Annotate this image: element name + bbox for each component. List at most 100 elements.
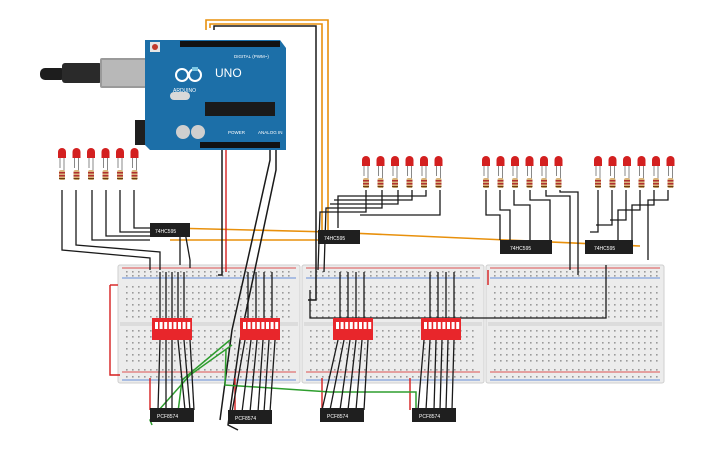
- led[interactable]: [666, 156, 675, 188]
- resistor[interactable]: [88, 170, 94, 180]
- hole: [364, 342, 366, 344]
- dip-toggle[interactable]: [437, 322, 441, 329]
- io-expander-2[interactable]: PCF8574: [228, 410, 272, 424]
- hole: [246, 298, 248, 300]
- dip-toggle[interactable]: [424, 322, 427, 329]
- resistor[interactable]: [555, 178, 562, 188]
- dip-toggle[interactable]: [433, 322, 437, 329]
- resistor[interactable]: [131, 170, 138, 180]
- dip-toggle[interactable]: [442, 322, 446, 329]
- resistor[interactable]: [624, 178, 630, 188]
- resistor[interactable]: [512, 178, 518, 188]
- dip-toggle[interactable]: [349, 322, 353, 329]
- dip-toggle[interactable]: [447, 322, 450, 329]
- dip-toggle[interactable]: [428, 322, 432, 329]
- resistor[interactable]: [406, 178, 413, 188]
- dip-toggle[interactable]: [456, 322, 460, 329]
- hole: [270, 310, 272, 312]
- dip-toggle[interactable]: [252, 322, 256, 329]
- hole: [252, 342, 254, 344]
- dip-toggle[interactable]: [270, 322, 274, 329]
- shift-register-3[interactable]: 74HC595: [500, 240, 552, 254]
- resistor[interactable]: [653, 178, 659, 188]
- dip-toggle[interactable]: [354, 322, 358, 329]
- dip-toggle[interactable]: [275, 322, 279, 329]
- dip-toggle[interactable]: [336, 322, 339, 329]
- hole: [596, 369, 598, 371]
- hole: [584, 292, 586, 294]
- dip-toggle[interactable]: [256, 322, 260, 329]
- dip-toggle[interactable]: [451, 322, 455, 329]
- led[interactable]: [391, 156, 399, 188]
- dip-toggle[interactable]: [164, 322, 168, 329]
- hole: [460, 316, 462, 318]
- resistor[interactable]: [483, 178, 489, 188]
- hole: [180, 376, 182, 378]
- hole: [506, 304, 508, 306]
- resistor[interactable]: [363, 178, 369, 188]
- resistor[interactable]: [392, 178, 398, 188]
- hole: [632, 348, 634, 350]
- io-expander-4[interactable]: PCF8574: [412, 408, 456, 422]
- dip-switch-1[interactable]: [152, 318, 192, 340]
- dip-toggle[interactable]: [345, 322, 349, 329]
- hole: [364, 304, 366, 306]
- resistor[interactable]: [102, 170, 109, 180]
- resistor[interactable]: [609, 178, 616, 188]
- dip-toggle[interactable]: [182, 322, 186, 329]
- hole: [506, 369, 508, 371]
- led[interactable]: [58, 148, 66, 180]
- resistor[interactable]: [117, 170, 123, 180]
- dip-toggle[interactable]: [187, 322, 191, 329]
- shift-register-4[interactable]: 74HC595: [585, 240, 633, 254]
- hole: [144, 316, 146, 318]
- dip-toggle[interactable]: [159, 322, 163, 329]
- resistor[interactable]: [497, 178, 504, 188]
- dip-toggle[interactable]: [155, 322, 158, 329]
- resistor[interactable]: [435, 178, 442, 188]
- resistor[interactable]: [377, 178, 384, 188]
- dip-toggle[interactable]: [368, 322, 372, 329]
- io-expander-3[interactable]: PCF8574: [320, 408, 364, 422]
- dip-toggle[interactable]: [340, 322, 344, 329]
- hole: [560, 292, 562, 294]
- dip-toggle[interactable]: [168, 322, 172, 329]
- shift-register-1[interactable]: 74HC595: [150, 223, 190, 237]
- resistor[interactable]: [526, 178, 533, 188]
- shift-register-2[interactable]: 74HC595: [318, 230, 360, 244]
- hole: [424, 271, 426, 273]
- resistor[interactable]: [595, 178, 601, 188]
- hole: [322, 298, 324, 300]
- hole: [162, 304, 164, 306]
- resistor[interactable]: [59, 170, 65, 180]
- hole: [132, 298, 134, 300]
- hole: [656, 330, 658, 332]
- dip-toggle[interactable]: [173, 322, 177, 329]
- dip-switch-4[interactable]: [421, 318, 461, 340]
- dip-toggle[interactable]: [261, 322, 265, 329]
- resistor[interactable]: [73, 170, 80, 180]
- arduino-board[interactable]: ARDUINO UNO DIGITAL (PWM~) POWER ANALOG …: [40, 40, 286, 150]
- hole: [602, 348, 604, 350]
- resistor[interactable]: [421, 178, 427, 188]
- dip-toggle[interactable]: [359, 322, 362, 329]
- dip-toggle[interactable]: [363, 322, 367, 329]
- hole: [270, 369, 272, 371]
- dip-switch-2[interactable]: [240, 318, 280, 340]
- resistor[interactable]: [541, 178, 547, 188]
- resistor[interactable]: [667, 178, 674, 188]
- hole: [328, 348, 330, 350]
- hole: [460, 342, 462, 344]
- dip-switch-3[interactable]: [333, 318, 373, 340]
- hole: [252, 298, 254, 300]
- dip-toggle[interactable]: [266, 322, 269, 329]
- dip-toggle[interactable]: [178, 322, 181, 329]
- io-expander-1[interactable]: PCF8574: [150, 408, 194, 422]
- hole: [530, 271, 532, 273]
- resistor[interactable]: [638, 178, 645, 188]
- hole: [198, 271, 200, 273]
- dip-toggle[interactable]: [243, 322, 246, 329]
- hole: [512, 348, 514, 350]
- dip-toggle[interactable]: [247, 322, 251, 329]
- hole: [394, 369, 396, 371]
